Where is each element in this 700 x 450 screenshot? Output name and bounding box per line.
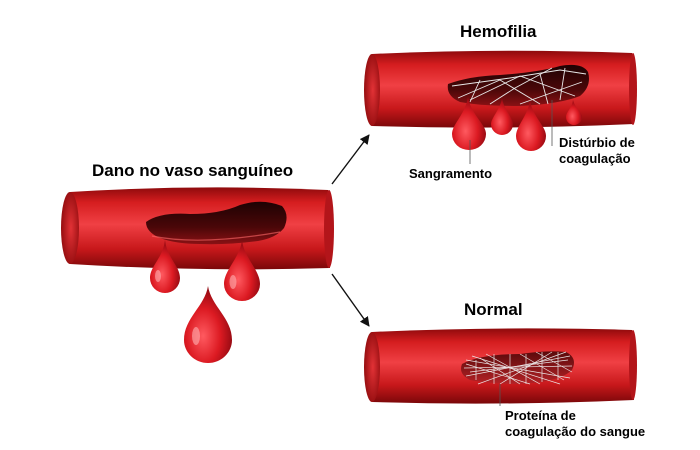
clotting-disorder-label-line2: coagulação xyxy=(559,151,631,166)
blood-drop xyxy=(566,100,582,125)
clotting-disorder-label-line1: Distúrbio de xyxy=(559,135,635,150)
clotting-protein-label-line2: coagulação do sangue xyxy=(505,424,646,439)
hemophilia-vessel xyxy=(364,50,637,128)
clotting-protein-label: Proteína de coagulação do sangue xyxy=(505,408,645,440)
hemophilia-vessel-wound xyxy=(447,64,589,106)
damaged-vessel-left-cap xyxy=(61,192,79,264)
normal-title: Normal xyxy=(464,300,523,319)
clotting-disorder-label: Distúrbio de coagulação xyxy=(559,135,635,167)
arrow-to-hemophilia xyxy=(331,134,370,185)
damaged-vessel-right-cap xyxy=(324,190,334,268)
blood-drop xyxy=(452,96,486,150)
arrow-to-normal xyxy=(331,273,370,327)
hemophilia-blood-drops xyxy=(452,96,582,151)
clotting-protein-label-line1: Proteína de xyxy=(505,408,576,423)
damaged-vessel-blood-drops xyxy=(150,240,260,363)
blood-drop xyxy=(491,98,513,135)
bleeding-label: Sangramento xyxy=(409,166,493,181)
normal-vessel-left-cap xyxy=(364,332,380,402)
blood-drop xyxy=(184,286,232,363)
hemophilia-vessel-left-cap xyxy=(364,54,380,126)
damaged-vessel-wound xyxy=(146,201,287,245)
normal-vessel xyxy=(364,328,637,404)
hemophilia-title: Hemofilia xyxy=(460,22,537,41)
sparse-fibrin-strands xyxy=(451,67,587,105)
hemophilia-vessel-right-cap xyxy=(629,53,637,125)
damage-title: Dano no vaso sanguíneo xyxy=(92,161,294,180)
normal-vessel-right-cap xyxy=(629,330,637,400)
damaged-vessel xyxy=(61,187,334,270)
dense-fibrin-mesh xyxy=(463,351,573,385)
blood-drop xyxy=(516,100,546,151)
